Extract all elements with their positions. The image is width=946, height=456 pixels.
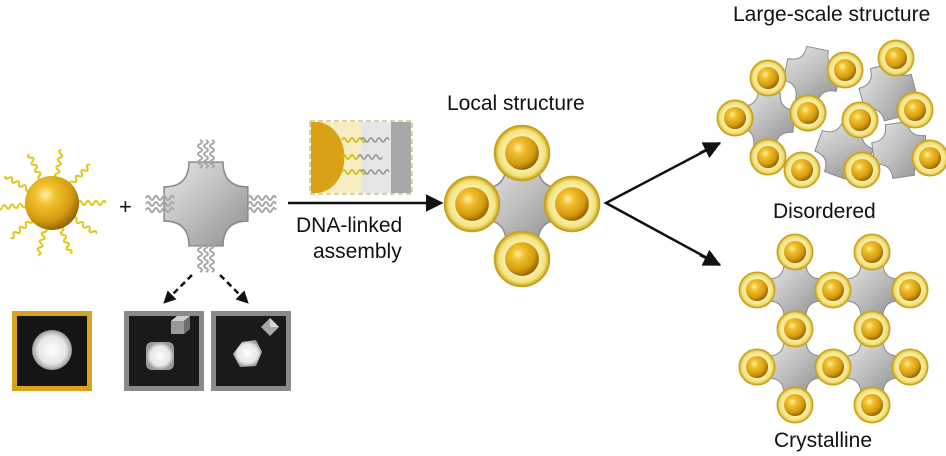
local-structure-cluster [443, 124, 601, 288]
dna-linker-detail-icon [309, 120, 413, 195]
crystalline-label: Crystalline [774, 429, 873, 452]
dna-coated-cross-linker-icon [145, 139, 277, 273]
disordered-structure [716, 39, 946, 189]
large-scale-structure-label: Large-scale structure [733, 3, 931, 26]
dna-linked-label: DNA-linked [296, 214, 403, 237]
disordered-label: Disordered [773, 200, 876, 223]
dashed-arrow-left [163, 274, 193, 304]
local-structure-label: Local structure [447, 92, 585, 115]
tem-sphere-image [12, 311, 92, 391]
plus-sign: + [119, 194, 132, 219]
crystalline-structure [738, 233, 929, 424]
dashed-arrow-right [219, 274, 249, 304]
tem-octahedron-image [211, 311, 291, 391]
assembly-label: assembly [313, 240, 402, 263]
dna-coated-gold-sphere-icon [0, 148, 108, 257]
branch-arrows [603, 141, 721, 267]
tem-cube-image [124, 311, 204, 391]
